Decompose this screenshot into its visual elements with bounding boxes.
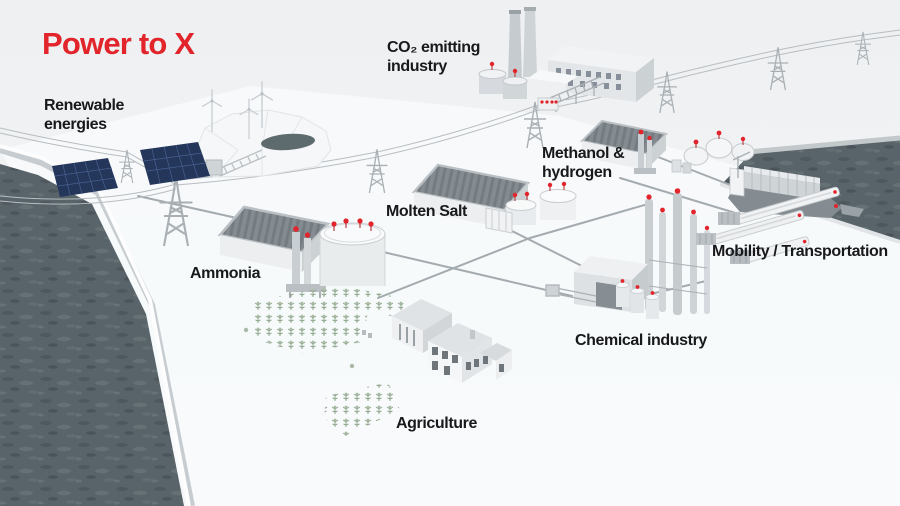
loading-arm (545, 284, 597, 303)
building-door (596, 282, 622, 310)
salt-tank (539, 181, 577, 220)
train (710, 210, 805, 245)
port (696, 151, 864, 264)
storage-tank (478, 61, 507, 94)
quay-wall (747, 135, 900, 155)
terrain (0, 86, 900, 506)
molten-salt-storage (411, 163, 577, 234)
ship-bridge (729, 167, 745, 197)
shed-interior (414, 165, 528, 210)
penstock (215, 149, 267, 177)
solar-array (52, 158, 118, 197)
pylon (854, 31, 872, 66)
salt-tank (505, 191, 537, 225)
label-ammonia: Ammonia (190, 265, 261, 282)
co2-capture-unit (537, 97, 559, 111)
shed-front (220, 235, 302, 272)
plant-side (636, 58, 654, 102)
process-tower (634, 129, 656, 174)
sea-left (0, 164, 184, 506)
label-methanol-hydrogen: Methanol & hydrogen (542, 145, 625, 182)
shed-interior (582, 121, 666, 154)
dome-tank (683, 139, 709, 166)
shed-front (414, 192, 504, 228)
ammonia-plant (217, 205, 386, 298)
plant-roof (548, 46, 654, 72)
crop-field (250, 285, 404, 354)
drum-tanks (615, 279, 660, 319)
container-ship (728, 166, 842, 218)
chimney (508, 12, 522, 80)
methanol-hydrogen-plant (579, 119, 755, 174)
chemical-industry-plant (545, 188, 710, 319)
dome-tank (731, 136, 755, 161)
label-molten-salt: Molten Salt (386, 203, 467, 220)
label-co2-emitting-industry: CO₂ emitting industry (387, 39, 480, 76)
crop-field (324, 382, 400, 436)
train-platform (696, 233, 716, 245)
dome-tank (705, 130, 733, 159)
glacier (187, 109, 332, 178)
label-chemical-industry: Chemical industry (575, 332, 707, 349)
train-platform (718, 212, 740, 225)
page-title: Power to X (42, 26, 195, 61)
co2-emitting-industry (478, 7, 654, 112)
train-platform (730, 250, 750, 264)
reservoir-pond (261, 133, 315, 151)
shed-interior (220, 207, 328, 252)
tug-boat (840, 204, 864, 217)
shed-front (582, 141, 646, 170)
storage-tank (502, 68, 528, 99)
label-mobility-transportation: Mobility / Transportation (712, 243, 888, 260)
renewable-energies (52, 80, 332, 197)
label-renewable-energies: Renewable energies (44, 97, 124, 134)
farmhouse (428, 323, 512, 383)
ship-hull (728, 182, 842, 218)
farm (243, 285, 512, 436)
label-agriculture: Agriculture (396, 415, 477, 432)
chimney (523, 9, 537, 77)
dock-crane (732, 151, 751, 178)
ammonia-tank (319, 218, 386, 286)
building-roof (574, 256, 648, 280)
distillation-columns (645, 188, 710, 315)
solar-array (140, 142, 210, 185)
white-rib-box (485, 207, 513, 234)
